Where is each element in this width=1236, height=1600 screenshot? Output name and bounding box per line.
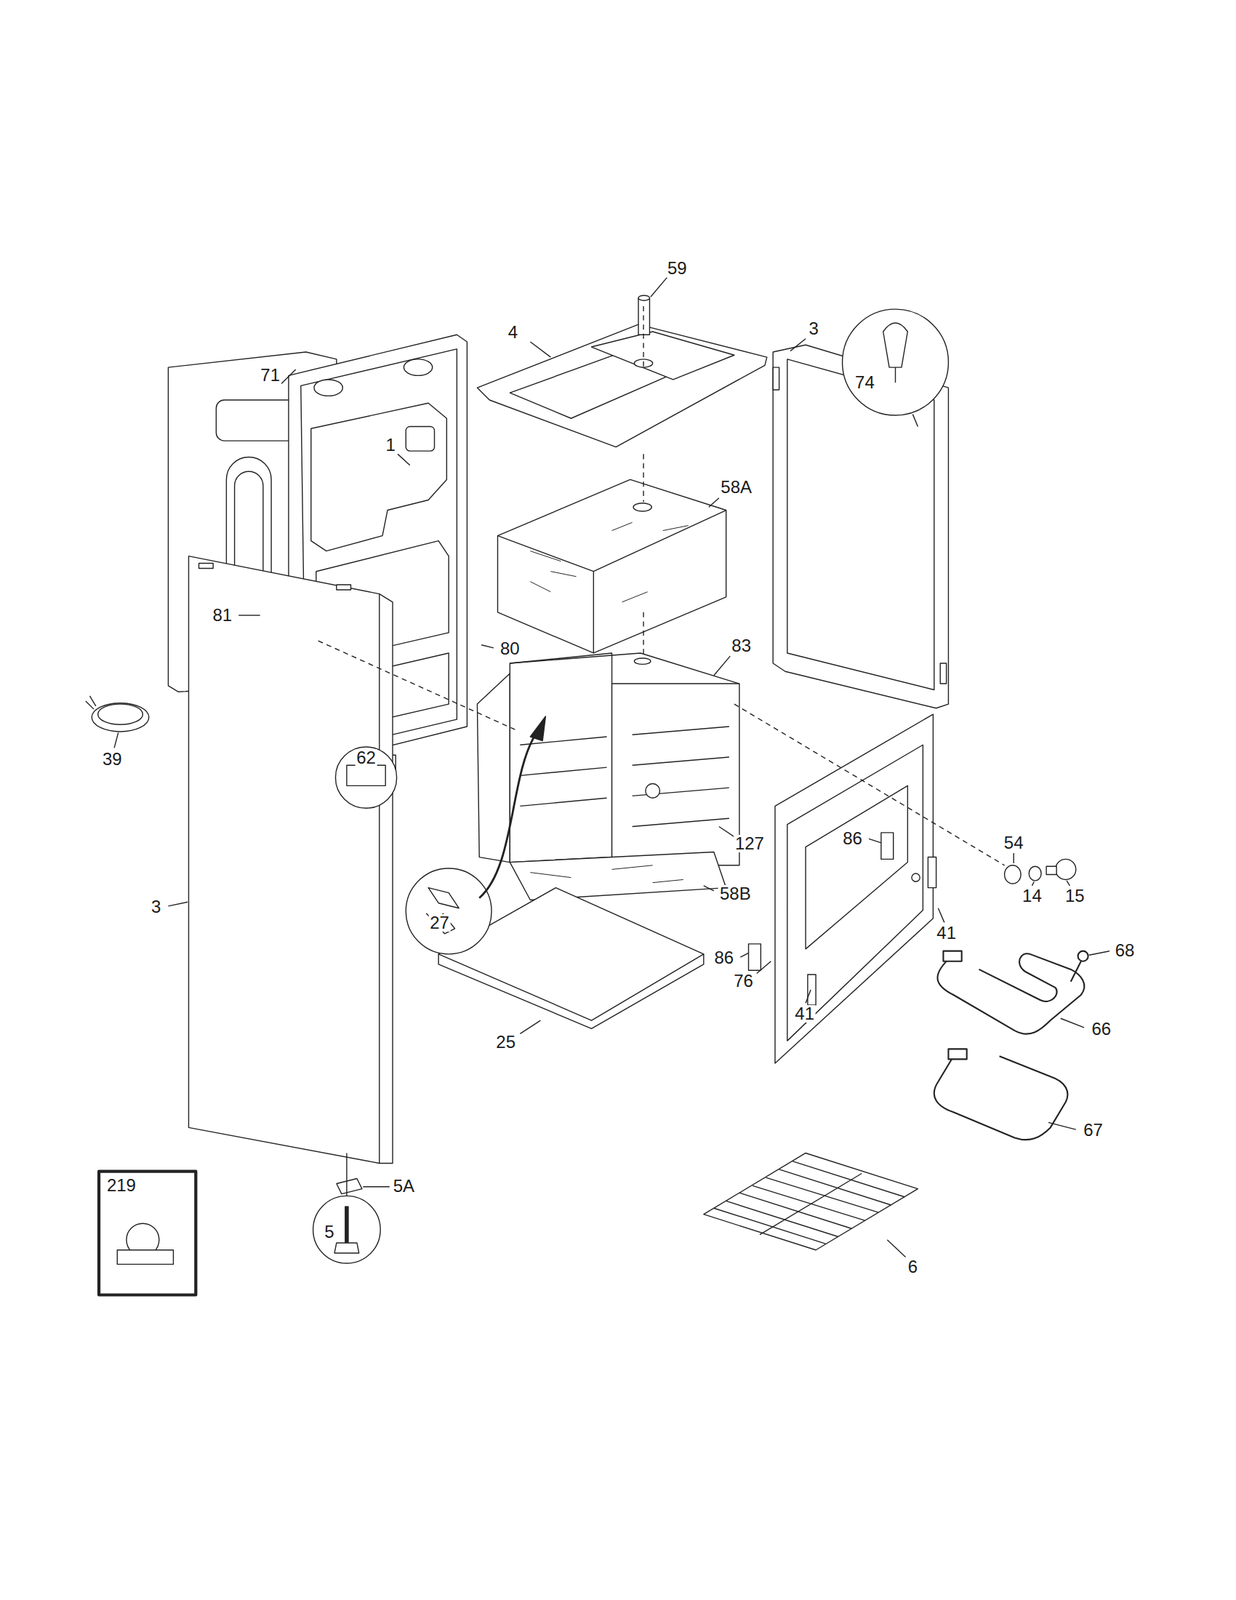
callout-number: 58A <box>719 478 754 496</box>
callout-number: 71 <box>258 366 282 384</box>
callout-number: 25 <box>494 1033 517 1051</box>
leader-line <box>114 277 1110 1258</box>
callout-number: 41 <box>934 924 958 942</box>
oven-rack <box>703 1152 919 1250</box>
callout-number: 59 <box>665 259 689 278</box>
power-cord <box>85 695 150 732</box>
insulation-blanket <box>497 479 726 653</box>
callout-number: 58B <box>718 884 753 903</box>
callout-number: 41 <box>793 1004 816 1023</box>
detail-box <box>98 1171 196 1295</box>
callout-number: 14 <box>1020 887 1044 905</box>
callout-number: 80 <box>498 639 522 658</box>
pointer-arrow <box>530 716 546 741</box>
callout-number: 3 <box>807 319 821 338</box>
heating-element <box>937 950 1088 1034</box>
callout-number: 54 <box>1002 833 1026 852</box>
callout-number: 27 <box>428 913 451 932</box>
callout-number: 68 <box>1113 941 1137 959</box>
callout-number: 15 <box>1063 887 1087 905</box>
callout-number: 5 <box>322 1222 336 1241</box>
callout-number: 62 <box>354 748 378 767</box>
callout-number: 66 <box>1089 1020 1113 1038</box>
callout-number: 67 <box>1081 1121 1105 1139</box>
side-panel <box>188 556 393 1164</box>
callout-number: 3 <box>149 897 163 916</box>
callout-number: 5A <box>391 1177 416 1195</box>
callout-number: 83 <box>729 636 753 655</box>
callout-number: 39 <box>101 750 124 768</box>
heating-element <box>934 1048 1069 1140</box>
assembly-line <box>318 306 1005 866</box>
callout-number: 127 <box>733 834 766 853</box>
oven-cavity <box>476 652 739 901</box>
callout-number: 86 <box>713 948 736 967</box>
callout-number: 1 <box>384 436 397 454</box>
callout-number: 74 <box>853 373 877 392</box>
callout-number: 76 <box>732 972 755 990</box>
callout-number: 81 <box>210 606 234 624</box>
top-panel <box>476 324 767 447</box>
detail-circle <box>313 309 949 1263</box>
pointer-arrow <box>479 734 536 898</box>
lamp-parts <box>1004 858 1077 884</box>
callout-number: 219 <box>105 1176 138 1194</box>
front-frame <box>748 713 937 1063</box>
callout-number: 6 <box>906 1257 920 1276</box>
callout-number: 4 <box>506 323 520 341</box>
callout-number: 86 <box>841 829 864 848</box>
